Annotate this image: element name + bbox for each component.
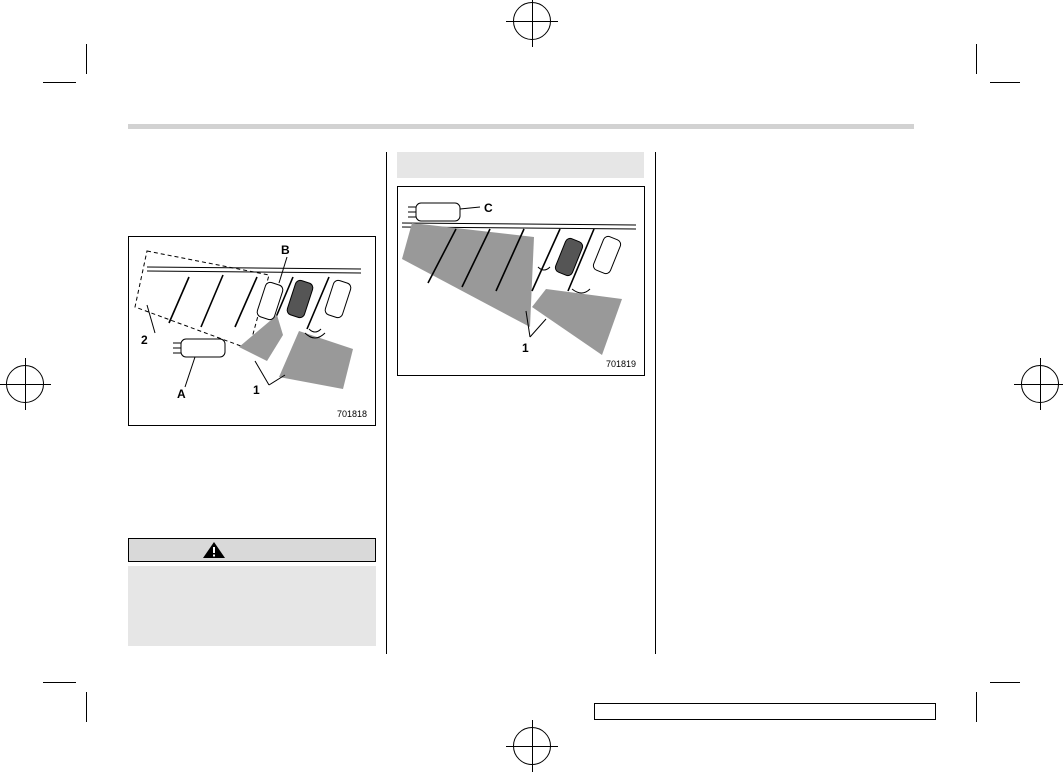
footer-box bbox=[594, 703, 936, 720]
figure-parking-sensor-a: B 2 A 1 701818 bbox=[128, 236, 376, 426]
crop-mark bbox=[976, 692, 977, 722]
callout-b: B bbox=[281, 243, 290, 257]
crop-mark bbox=[43, 682, 76, 683]
warning-triangle-icon bbox=[203, 542, 225, 558]
registration-mark-bottom bbox=[506, 720, 558, 772]
figure-parking-sensor-c: C 1 701819 bbox=[397, 186, 645, 376]
callout-a: A bbox=[177, 387, 186, 401]
callout-1: 1 bbox=[253, 383, 260, 397]
figure-number: 701818 bbox=[337, 409, 368, 419]
warning-header bbox=[128, 538, 376, 562]
header-bar bbox=[128, 124, 914, 129]
parking-illustration bbox=[401, 202, 637, 355]
crop-mark bbox=[990, 682, 1020, 683]
column-divider bbox=[655, 152, 656, 654]
crop-mark bbox=[43, 82, 76, 83]
crop-mark bbox=[976, 44, 977, 74]
parking-illustration bbox=[134, 250, 362, 389]
callout-2: 2 bbox=[141, 333, 148, 347]
callout-1: 1 bbox=[522, 341, 529, 355]
column-divider bbox=[386, 152, 387, 654]
crop-mark bbox=[990, 82, 1020, 83]
registration-mark-right bbox=[1014, 358, 1063, 410]
crop-mark bbox=[86, 692, 87, 722]
note-box bbox=[128, 566, 376, 646]
callout-c: C bbox=[484, 201, 493, 215]
figure-number: 701819 bbox=[606, 359, 637, 369]
section-heading-bar bbox=[397, 152, 644, 178]
registration-mark-top bbox=[506, 0, 558, 47]
registration-mark-left bbox=[0, 358, 51, 410]
crop-mark bbox=[86, 44, 87, 74]
